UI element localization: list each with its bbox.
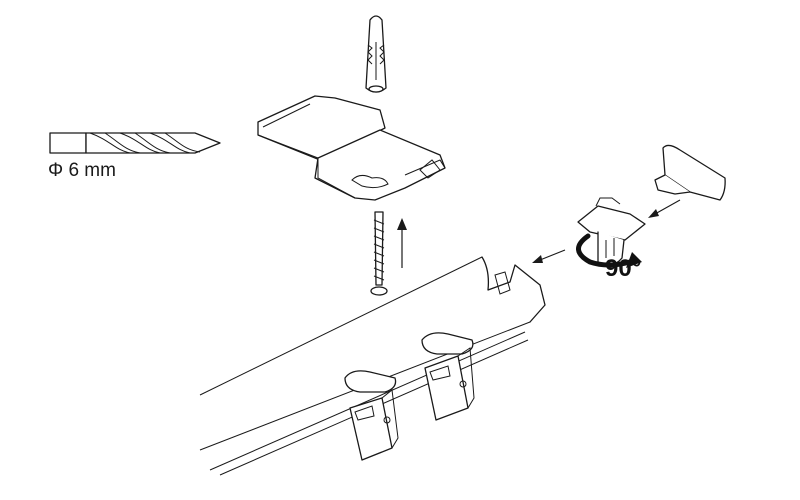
- mounting-bracket-icon: [257, 95, 446, 201]
- end-cap-icon: [654, 144, 726, 201]
- drill-bit-icon: [49, 132, 221, 154]
- clip-to-track-arrow-icon: [532, 249, 566, 263]
- curtain-glider-2-icon: [421, 332, 475, 421]
- screw-up-arrow-icon: [397, 218, 407, 268]
- screw-icon: [370, 211, 388, 296]
- rotation-angle-label: 90°: [605, 255, 642, 282]
- curtain-glider-1-icon: [344, 370, 399, 461]
- curtain-track-icon: [199, 256, 546, 476]
- rotating-clip-icon: [576, 197, 646, 268]
- wall-plug-icon: [365, 15, 387, 93]
- drill-diameter-label: Φ 6 mm: [48, 160, 116, 181]
- end-cap-arrow-icon: [648, 199, 681, 218]
